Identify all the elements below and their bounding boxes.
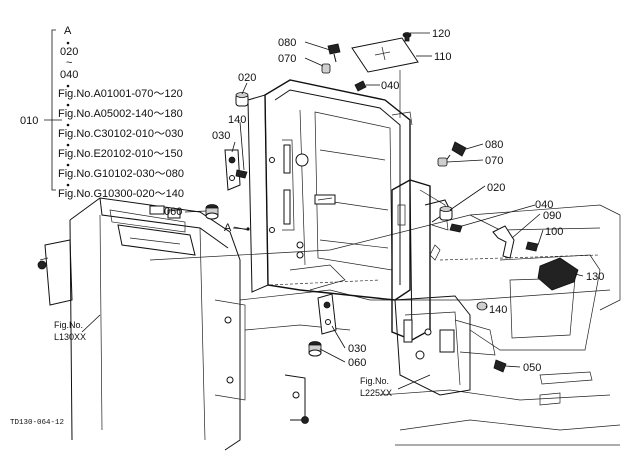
bullet-dot	[66, 41, 70, 45]
bullet-dot	[66, 103, 70, 107]
callout-110: 110	[434, 51, 452, 63]
callout-020-left: 020	[238, 72, 256, 84]
callout-050: 050	[523, 362, 541, 374]
right-post	[391, 179, 471, 396]
bolt-040-right-icon	[449, 223, 463, 233]
top-plate-110	[351, 32, 419, 126]
bushing-060-bottom-icon	[308, 341, 322, 357]
fig-ref-2: Fig.No.A05002-140～180	[58, 108, 183, 120]
bolt-100-icon	[525, 241, 539, 252]
callout-130: 130	[586, 271, 604, 283]
callout-040-right: 040	[535, 199, 553, 211]
fig-ref-l130: Fig.No. L130XX	[54, 320, 86, 342]
fig-ref-l225-line2: L225XX	[360, 388, 392, 398]
bolt-120-icon	[402, 32, 412, 42]
view-a-arrow	[232, 227, 247, 230]
cover-130-icon	[537, 257, 579, 291]
fig-ref-3: Fig.No.C30102-010～030	[58, 128, 183, 140]
bracket-list: A 020 ~ 040 Fig.No.A01001-070～120 Fig.No…	[58, 25, 184, 200]
callout-040-top: 040	[381, 80, 399, 92]
callout-080-top: 080	[278, 37, 296, 49]
callout-140-left: 140	[228, 114, 246, 126]
bolt-080-top-icon	[327, 43, 341, 63]
callout-090: 090	[543, 210, 561, 222]
callout-100: 100	[545, 226, 563, 238]
bolt-140-left-icon	[235, 169, 248, 179]
fig-ref-l225: Fig.No. L225XX	[360, 376, 392, 398]
bracket-line-a: A	[64, 25, 72, 37]
hardware-parts	[205, 43, 579, 373]
fig-ref-l225-line1: Fig.No.	[360, 376, 389, 386]
leader-lines	[44, 29, 584, 390]
bracket-line-040: 040	[60, 69, 78, 81]
callout-140-bottom: 140	[489, 304, 507, 316]
bullet-dot	[66, 123, 70, 127]
callout-070-top: 070	[278, 53, 296, 65]
callout-060-bottom: 060	[348, 357, 366, 369]
callout-080-right: 080	[485, 139, 503, 151]
callout-010: 010	[20, 115, 38, 127]
callout-120: 120	[432, 28, 450, 40]
bracket-030-top-icon	[224, 149, 241, 191]
spacer-070-top-icon	[321, 63, 331, 74]
callouts: 010 080 070 120 110 040 020 140 030 060 …	[20, 28, 604, 374]
figure-code: TD130-064-12	[10, 419, 64, 427]
rear-frame-left	[37, 197, 309, 451]
bolt-050-icon	[493, 359, 507, 373]
bushing-060-left-icon	[205, 204, 219, 220]
view-a-arrow-dot	[246, 227, 250, 231]
bolt-080-right-icon	[444, 141, 467, 163]
callout-020-right: 020	[487, 182, 505, 194]
callout-060-left: 060	[164, 206, 182, 218]
bushing-020-right-icon	[439, 206, 453, 221]
callout-030-top: 030	[212, 130, 230, 142]
bracket-030-bottom-icon	[317, 293, 337, 335]
callout-a-view: A	[224, 222, 232, 234]
fig-ref-4: Fig.No.E20102-010～150	[58, 148, 183, 160]
bullet-dot	[66, 143, 70, 147]
spacer-070-right-icon	[437, 157, 448, 167]
bolt-040-top-icon	[354, 80, 367, 92]
bolt-140-bottom-icon	[476, 301, 488, 311]
callout-030-bottom: 030	[348, 343, 366, 355]
clip-090-icon	[492, 225, 515, 259]
fig-ref-5: Fig.No.G10102-030～080	[58, 168, 184, 180]
bracket-line-020: 020	[60, 46, 78, 58]
main-panel-frame	[247, 79, 411, 301]
bushing-020-left-icon	[235, 92, 249, 107]
bullet-dot	[66, 84, 70, 88]
fig-ref-6: Fig.No.G10300-020～140	[58, 188, 184, 200]
callout-070-right: 070	[485, 155, 503, 167]
fig-ref-l130-line2: L130XX	[54, 332, 86, 342]
bracket-tilde: ~	[66, 57, 72, 69]
fig-ref-1: Fig.No.A01001-070～120	[58, 88, 183, 100]
bullet-dot	[66, 163, 70, 167]
fig-ref-l130-line1: Fig.No.	[54, 320, 83, 330]
machine-frame-outline	[149, 204, 621, 446]
bullet-dot	[66, 183, 70, 187]
